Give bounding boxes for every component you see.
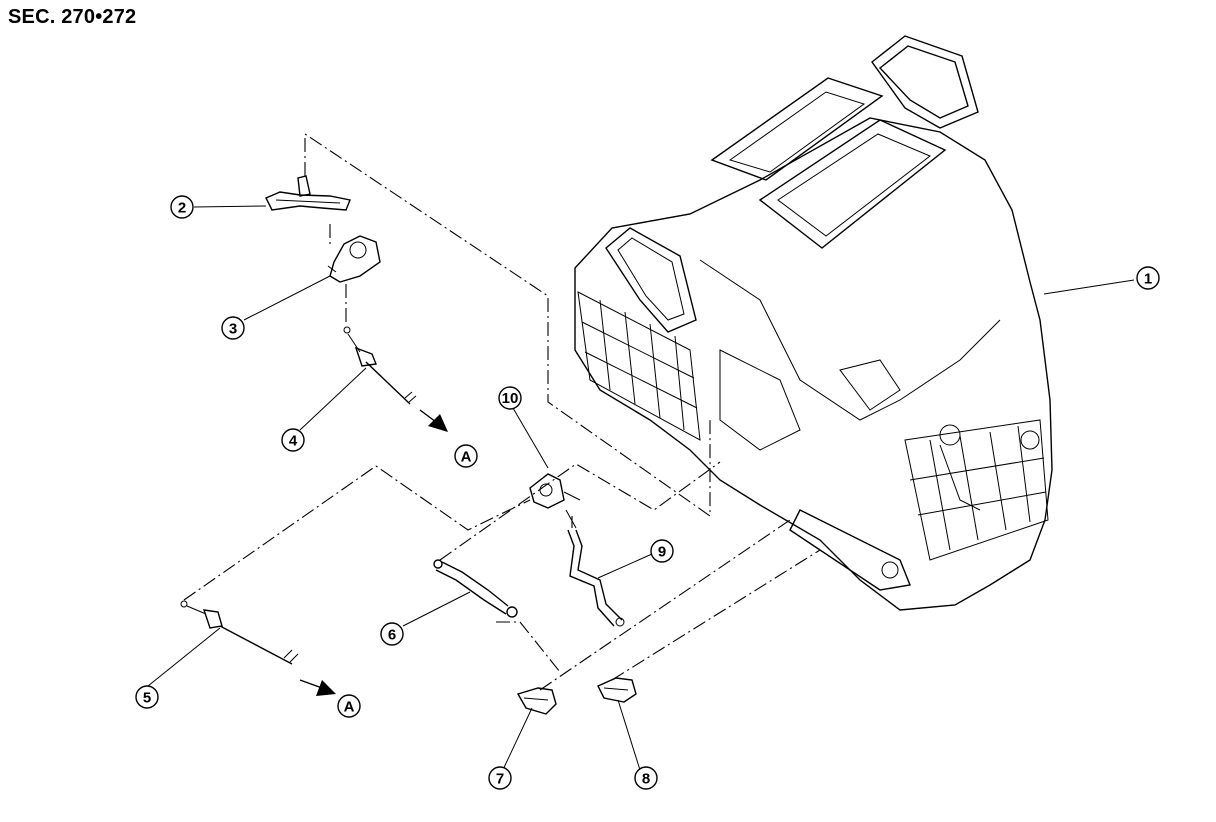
- motor-part-10: [529, 473, 581, 529]
- svg-text:10: 10: [502, 390, 519, 407]
- callout-10: 10: [498, 386, 522, 410]
- control-cable-part-4: [343, 326, 417, 405]
- svg-text:3: 3: [229, 321, 237, 338]
- svg-text:A: A: [461, 449, 472, 466]
- connector-part-8: [597, 677, 637, 703]
- callout-1: 1: [1136, 266, 1160, 290]
- actuator-bracket-part-3: [327, 235, 381, 283]
- rod-part-6: [433, 559, 518, 618]
- callout-2: 2: [170, 195, 194, 219]
- callout-6: 6: [380, 622, 404, 646]
- svg-text:7: 7: [496, 771, 504, 788]
- svg-text:1: 1: [1144, 271, 1152, 288]
- callout-5: 5: [135, 685, 159, 709]
- svg-text:5: 5: [143, 690, 151, 707]
- section-label: SEC. 270•272: [8, 6, 137, 28]
- control-cable-part-5: [180, 600, 299, 665]
- lever-link-part-2: [265, 175, 351, 211]
- connector-part-7: [516, 687, 557, 715]
- svg-text:6: 6: [388, 627, 396, 644]
- svg-text:9: 9: [658, 544, 666, 561]
- heater-unit-assembly: [574, 35, 1053, 611]
- svg-text:2: 2: [178, 200, 186, 217]
- svg-text:8: 8: [642, 771, 650, 788]
- svg-text:A: A: [344, 699, 355, 716]
- svg-text:4: 4: [289, 433, 298, 450]
- callout-4: 4: [281, 428, 305, 452]
- arrow-to-a-lower: [299, 679, 336, 696]
- callout-7: 7: [488, 766, 512, 790]
- assembly-lines: [183, 132, 821, 691]
- harness-link-part-9: [567, 529, 625, 627]
- callout-9: 9: [650, 539, 674, 563]
- reference-mark-a-upper: A: [454, 444, 478, 468]
- leader-lines: [147, 205, 1135, 777]
- arrow-to-a-upper: [419, 409, 448, 432]
- callout-3: 3: [221, 316, 245, 340]
- callout-8: 8: [634, 766, 658, 790]
- reference-mark-a-lower: A: [337, 694, 361, 718]
